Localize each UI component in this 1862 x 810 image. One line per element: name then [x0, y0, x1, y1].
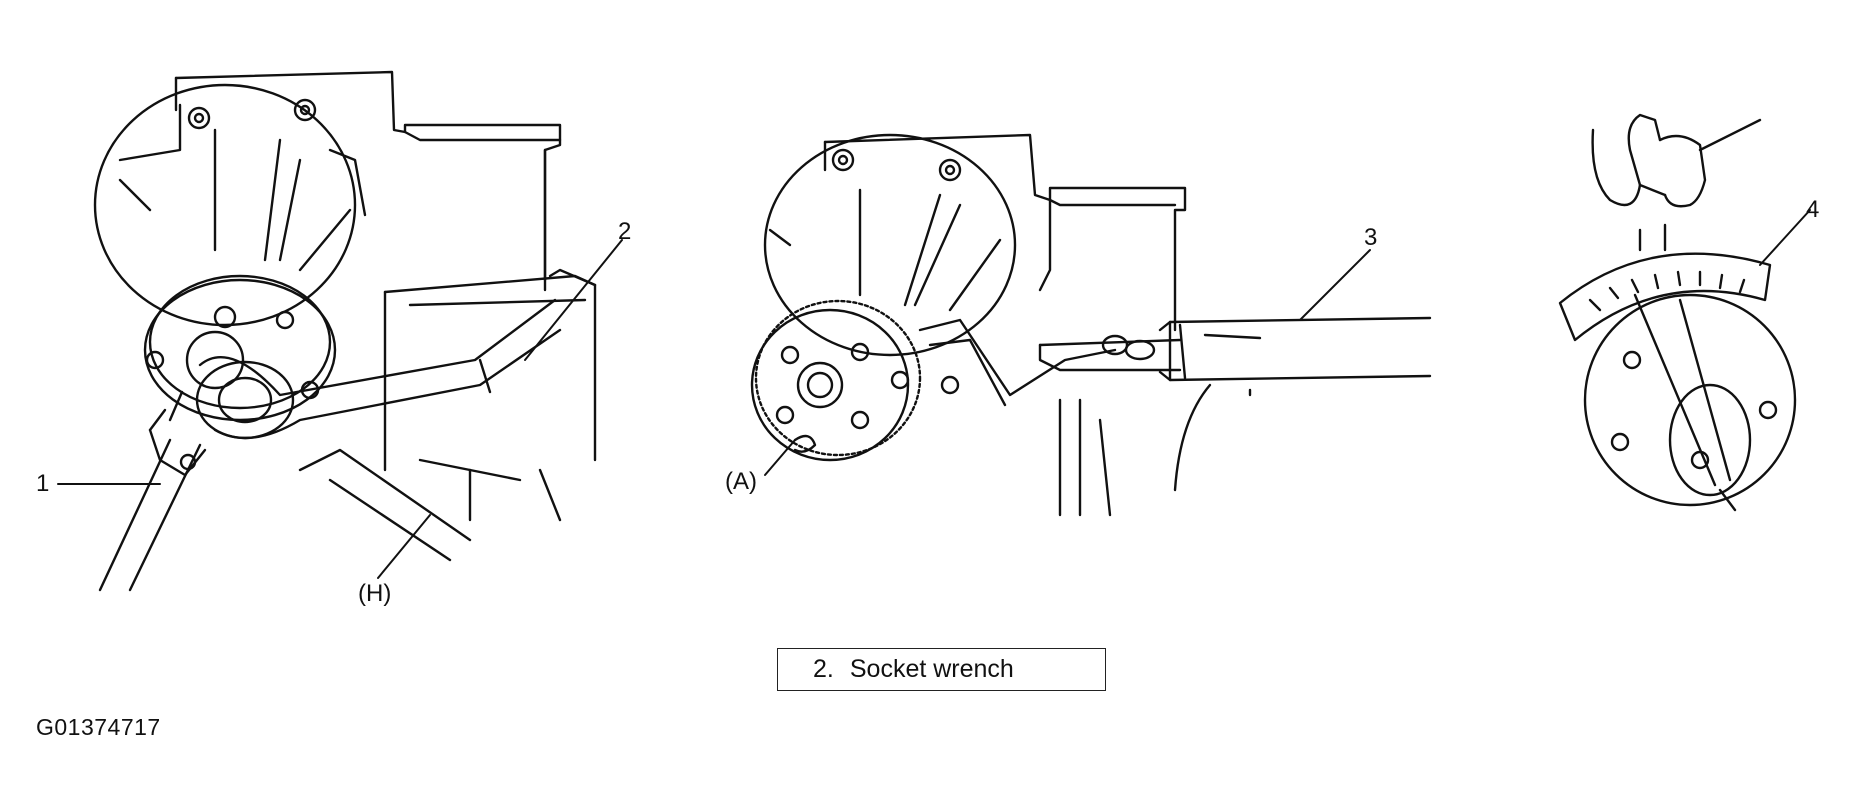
right-assembly-drawing [1558, 113, 1811, 512]
left-assembly-drawing [57, 70, 623, 592]
leader-4 [1759, 209, 1811, 266]
center-assembly-drawing [750, 133, 1432, 517]
figure-id: G01374717 [36, 714, 161, 740]
leader-2 [524, 239, 623, 361]
callout-h: (H) [358, 580, 392, 607]
callout-1: 1 [36, 470, 50, 497]
legend-number: 2. [813, 655, 834, 683]
leader-3 [1299, 249, 1371, 321]
callout-4: 4 [1806, 196, 1820, 223]
leader-h [377, 514, 431, 579]
callout-3: 3 [1364, 224, 1378, 251]
legend-text: Socket wrench [849, 655, 1014, 683]
callout-2: 2 [618, 218, 632, 245]
legend-box: 2. Socket wrench [777, 648, 1106, 691]
leader-a [764, 439, 796, 476]
callout-a: (A) [725, 468, 757, 495]
